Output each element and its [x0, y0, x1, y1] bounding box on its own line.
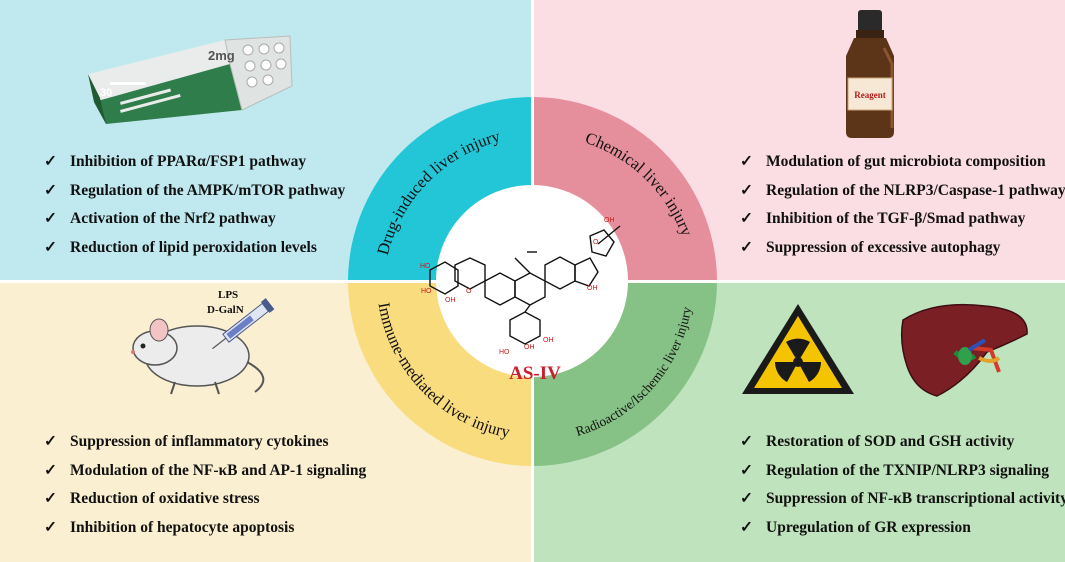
ring-segment-radioactive-ischemic [534, 283, 717, 466]
svg-text:OH: OH [445, 297, 456, 304]
svg-text:HO: HO [499, 349, 510, 356]
svg-text:OH: OH [587, 285, 598, 292]
svg-text:O: O [466, 288, 472, 295]
dose-text: 2mg [208, 48, 235, 63]
ring-segment-immune-mediated [348, 283, 531, 466]
svg-text:OH: OH [543, 337, 554, 344]
list-item: ✓Activation of the Nrf2 pathway [44, 205, 345, 234]
check-icon: ✓ [44, 153, 57, 170]
svg-text:O: O [593, 239, 599, 246]
svg-text:OH: OH [524, 344, 535, 351]
ring-segment-drug-induced [348, 97, 531, 280]
list-item: ✓Reduction of lipid peroxidation levels [44, 234, 345, 263]
bottle-label: Reagent [854, 90, 886, 100]
as-iv-atoms: HO HO OH O OH OH OH HO OH O [420, 217, 615, 356]
list-item: ✓Regulation of the NLRP3/Caspase-1 pathw… [740, 177, 1065, 206]
list-item: ✓Modulation of the NF-κB and AP-1 signal… [44, 457, 366, 486]
list-item: ✓Regulation of the AMPK/mTOR pathway [44, 177, 345, 206]
list-item: ✓Reduction of oxidative stress [44, 485, 366, 514]
compound-label: AS-IV [509, 363, 561, 384]
check-icon: ✓ [44, 461, 57, 479]
mouse-injection-illustration [131, 298, 275, 395]
injection-label-dgaln: D-GalN [207, 304, 244, 316]
list-item: ✓Inhibition of hepatocyte apoptosis [44, 514, 366, 543]
ring-segment-chemical [534, 97, 717, 280]
checklist-immune-mediated: ✓Suppression of inflammatory cytokines ✓… [44, 428, 366, 542]
list-item: ✓Suppression of inflammatory cytokines [44, 428, 366, 457]
svg-text:HO: HO [420, 263, 431, 270]
svg-text:OH: OH [604, 217, 615, 224]
list-item: ✓Regulation of the TXNIP/NLRP3 signaling [740, 457, 1065, 486]
check-icon: ✓ [44, 210, 57, 227]
count-text: 30 [100, 87, 112, 99]
checklist-radioactive-ischemic: ✓Restoration of SOD and GSH activity ✓Re… [740, 428, 1065, 542]
list-item: ✓Upregulation of GR expression [740, 514, 1065, 543]
check-icon: ✓ [740, 490, 753, 507]
check-icon: ✓ [740, 153, 753, 170]
checklist-chemical: ✓Modulation of gut microbiota compositio… [740, 148, 1065, 262]
checklist-drug-induced: ✓Inhibition of PPARα/FSP1 pathway ✓Regul… [44, 148, 345, 262]
list-item: ✓Inhibition of the TGF-β/Smad pathway [740, 205, 1065, 234]
injection-label-lps: LPS [218, 289, 239, 301]
check-icon: ✓ [44, 490, 57, 507]
reagent-bottle-illustration: Reagent [846, 10, 894, 138]
check-icon: ✓ [740, 210, 753, 227]
svg-text:HO: HO [421, 288, 432, 295]
check-icon: ✓ [740, 518, 753, 536]
list-item: ✓Inhibition of PPARα/FSP1 pathway [44, 148, 345, 177]
as-iv-structure [429, 225, 621, 345]
check-icon: ✓ [44, 433, 57, 450]
list-item: ✓Suppression of NF-κB transcriptional ac… [740, 485, 1065, 514]
center-disc [436, 185, 628, 377]
check-icon: ✓ [44, 518, 57, 536]
list-item: ✓Restoration of SOD and GSH activity [740, 428, 1065, 457]
radiation-warning-icon [742, 304, 854, 394]
check-icon: ✓ [44, 238, 57, 256]
check-icon: ✓ [740, 461, 753, 479]
liver-icon [900, 303, 1028, 397]
check-icon: ✓ [740, 433, 753, 450]
check-icon: ✓ [44, 181, 57, 199]
list-item: ✓Modulation of gut microbiota compositio… [740, 148, 1065, 177]
check-icon: ✓ [740, 238, 753, 256]
list-item: ✓Suppression of excessive autophagy [740, 234, 1065, 263]
pill-box-illustration: 2mg 30 [88, 35, 293, 124]
check-icon: ✓ [740, 181, 753, 199]
